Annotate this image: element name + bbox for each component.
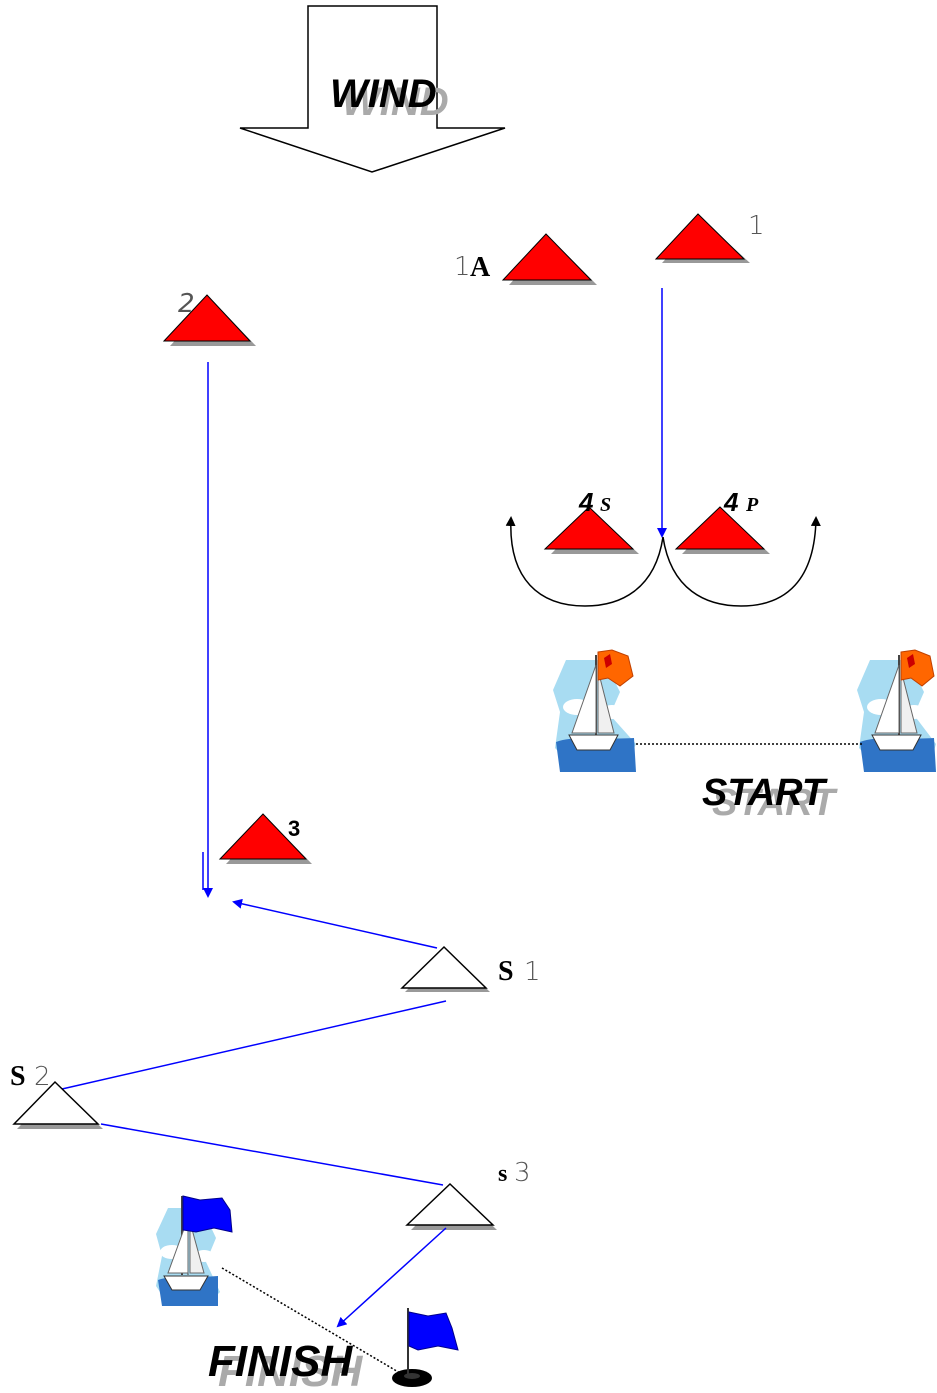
mark-1a-number: 1 (454, 252, 471, 282)
course-line-s2-to-s3 (100, 1123, 444, 1186)
mark-s3 (405, 1182, 497, 1230)
mark-3-label: 3 (288, 816, 300, 841)
course-line-s1-to-3 (232, 898, 438, 949)
mark-s1-number: 1 (524, 957, 541, 987)
mark-3 (218, 813, 312, 864)
finish-boat-icon (156, 1195, 233, 1306)
mark-2-label: 2 (178, 289, 195, 319)
start-boat-left-icon (553, 649, 636, 772)
wind-label: WIND (330, 72, 437, 116)
mark-2 (162, 294, 256, 346)
wind-label-shadow: WIND (342, 80, 449, 124)
mark-s3-number: 3 (514, 1158, 531, 1188)
mark-1a-letter: A (470, 252, 491, 283)
start-label-shadow: START (712, 782, 838, 824)
wind-arrow-icon (239, 5, 506, 173)
mark-4p (674, 506, 770, 554)
mark-s2-number: 2 (34, 1062, 51, 1092)
mark-4p-number: 4 (723, 487, 739, 517)
mark-s1-letter: S (498, 956, 514, 987)
mark-4s (543, 506, 639, 554)
course-line-s1-to-s2 (61, 1000, 447, 1090)
mark-1 (654, 213, 750, 263)
start-boat-right-icon (857, 649, 936, 772)
mark-1-label: 1 (748, 211, 765, 241)
mark-s1 (400, 945, 490, 992)
finish-label: FINISH (208, 1337, 353, 1386)
rounding-arc-starboard (505, 516, 664, 607)
course-line-s3-to-finish (336, 1227, 447, 1328)
mark-4s-number: 4 (578, 487, 594, 517)
finish-buoy-icon (392, 1308, 459, 1387)
mark-s2 (12, 1080, 103, 1129)
mark-1a (501, 233, 597, 285)
rounding-arc-port (662, 516, 821, 607)
mark-4p-letter: P (745, 494, 759, 516)
mark-s2-letter: S (10, 1061, 26, 1092)
mark-4s-letter: S (600, 494, 611, 516)
finish-label-shadow: FINISH (218, 1347, 363, 1393)
start-label: START (702, 772, 828, 814)
mark-s3-letter: s (498, 1161, 507, 1187)
finish-line (221, 1267, 401, 1374)
